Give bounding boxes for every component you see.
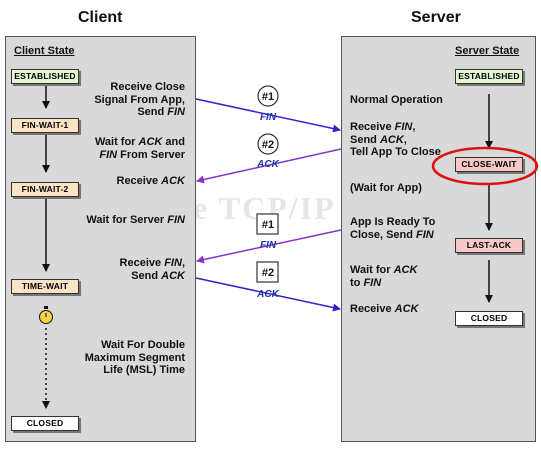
server-note-normal-operation: Normal Operation	[350, 94, 443, 106]
client-note-receive-ack: Receive ACK	[116, 175, 186, 187]
client-state-closed: CLOSED	[11, 416, 79, 431]
server-state-close-wait: CLOSE-WAIT	[455, 157, 523, 172]
message-badge-1	[257, 85, 279, 107]
message-badge-4	[256, 261, 279, 283]
client-note-receive-close: Receive Close Signal From App, Send FIN	[94, 81, 185, 118]
server-header: Server	[411, 9, 461, 26]
server-note-wait-for-app: (Wait for App)	[350, 182, 422, 194]
message-number-4: #2	[262, 267, 274, 279]
server-panel-title: Server State	[455, 45, 520, 57]
client-state-established: ESTABLISHED	[11, 69, 79, 84]
message-arrow-ack-2	[196, 148, 342, 184]
client-note-wait-double-msl: Wait For Double Maximum Segment Life (MS…	[84, 339, 185, 376]
message-label-4: ACK	[256, 289, 279, 300]
message-label-2: ACK	[256, 159, 279, 170]
client-note-wait-ack-fin: Wait for ACK and FIN From Server	[94, 136, 185, 161]
client-state-fin-wait-2: FIN-WAIT-2	[11, 182, 79, 197]
message-number-1: #1	[262, 91, 274, 103]
client-panel-title: Client State	[14, 45, 75, 57]
server-note-receive-ack: Receive ACK	[350, 303, 419, 315]
close-wait-highlight-ellipse	[431, 146, 539, 186]
client-panel	[5, 36, 196, 442]
timer-icon	[39, 306, 53, 324]
server-state-last-ack: LAST-ACK	[455, 238, 523, 253]
message-badge-3	[256, 213, 279, 235]
client-header: Client	[78, 9, 123, 26]
message-label-1: FIN	[260, 112, 277, 123]
client-state-fin-wait-1: FIN-WAIT-1	[11, 118, 79, 133]
message-label-3: FIN	[260, 240, 277, 251]
server-note-wait-ack-to-fin: Wait for ACK to FIN	[350, 264, 418, 289]
server-state-established: ESTABLISHED	[455, 69, 523, 84]
message-number-2: #2	[262, 139, 274, 151]
server-state-closed: CLOSED	[455, 311, 523, 326]
server-note-app-ready-send-fin: App Is Ready To Close, Send FIN	[350, 216, 436, 241]
client-note-receive-fin-send-ack: Receive FIN, Send ACK	[119, 257, 185, 282]
message-arrow-fin-1	[195, 98, 341, 133]
message-arrow-ack-4	[195, 277, 341, 312]
client-note-wait-server-fin: Wait for Server FIN	[86, 214, 185, 226]
server-note-receive-fin-send-ack: Receive FIN, Send ACK, Tell App To Close	[350, 121, 441, 158]
message-arrow-fin-3	[196, 229, 342, 264]
message-number-3: #1	[262, 219, 274, 231]
message-badge-2	[257, 133, 279, 155]
client-state-time-wait: TIME-WAIT	[11, 279, 79, 294]
